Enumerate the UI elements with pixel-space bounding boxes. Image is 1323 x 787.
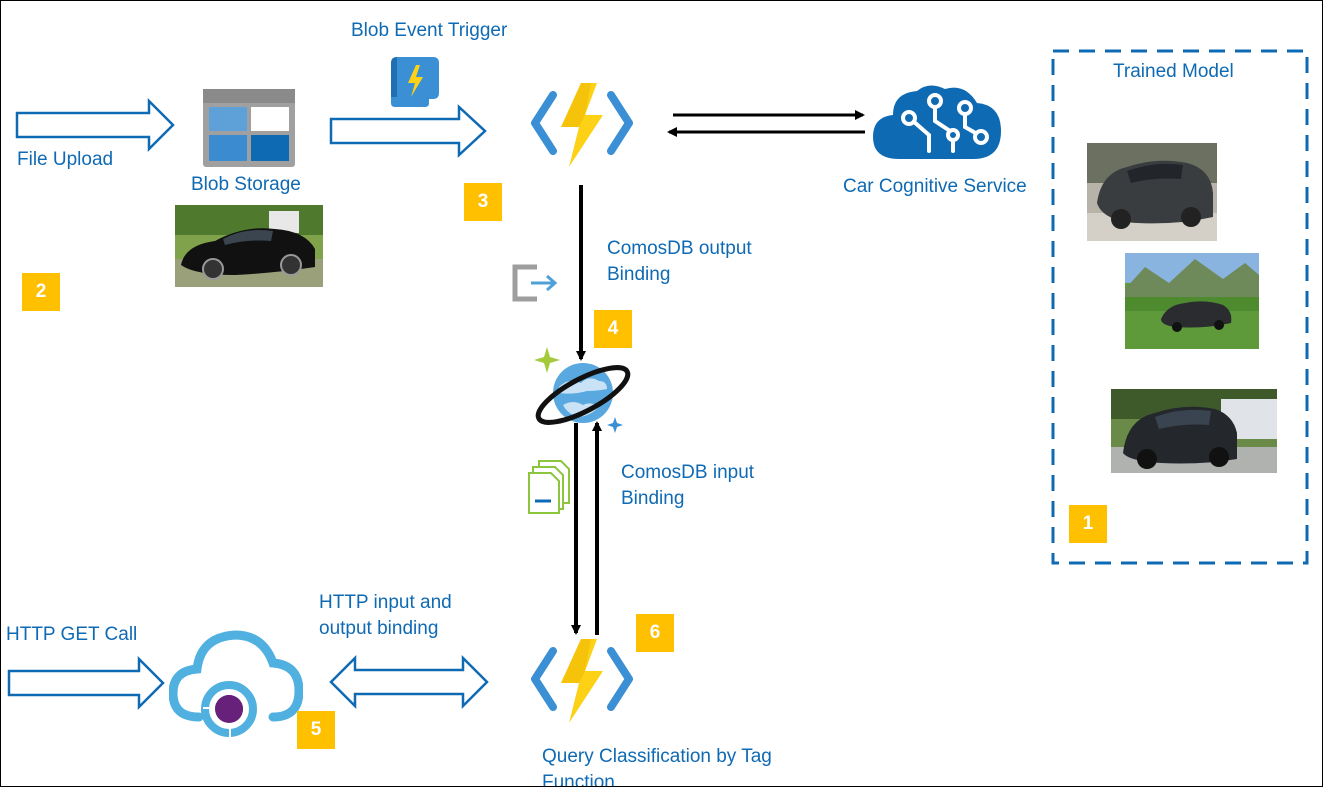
output-arrow-icon [512, 264, 558, 302]
cosmos-input-binding-label-line2: Binding [621, 488, 685, 509]
document-stack-icon [528, 460, 570, 514]
step-badge-6: 6 [636, 614, 674, 652]
http-get-arrow [7, 655, 165, 711]
storage-grid-icon [203, 89, 295, 167]
trained-car-photo-3 [1111, 389, 1277, 473]
trained-model-label: Trained Model [1113, 61, 1234, 82]
cosmos-output-binding-label-line2: Binding [607, 264, 671, 285]
step-badge-5: 5 [297, 711, 335, 749]
cosmos-planet-icon [534, 347, 631, 433]
query-function-label-line2: Function [542, 772, 615, 787]
http-binding-arrow [329, 654, 489, 710]
cosmos-output-binding-label-line1: ComosDB output [607, 238, 752, 259]
trained-car-photo-2 [1125, 253, 1259, 349]
file-upload-arrow [15, 97, 175, 153]
scroll-lightning-icon [391, 57, 439, 107]
blob-storage-label: Blob Storage [191, 174, 301, 195]
http-binding-label-line2: output binding [319, 618, 439, 639]
step-badge-2: 2 [22, 273, 60, 311]
http-get-call-label: HTTP GET Call [6, 624, 138, 645]
cloud-api-icon [169, 630, 303, 737]
file-upload-label: File Upload [17, 149, 114, 170]
step-badge-4: 4 [594, 310, 632, 348]
car-cognitive-service-label: Car Cognitive Service [843, 176, 1027, 197]
azure-function-icon [531, 83, 633, 167]
trained-car-photo-1 [1087, 143, 1217, 241]
uploaded-car-photo [175, 205, 323, 287]
brain-circuit-icon [873, 85, 1001, 159]
azure-function-query-icon [531, 639, 633, 723]
trigger-arrow [329, 104, 487, 158]
cosmos-input-binding-label-line1: ComosDB input [621, 462, 755, 483]
http-binding-label-line1: HTTP input and [319, 592, 452, 613]
step-badge-1: 1 [1069, 505, 1107, 543]
step-badge-3: 3 [464, 183, 502, 221]
query-function-label-line1: Query Classification by Tag [542, 746, 772, 767]
blob-event-trigger-label: Blob Event Trigger [351, 20, 508, 41]
trained-model-box [1051, 49, 1309, 565]
